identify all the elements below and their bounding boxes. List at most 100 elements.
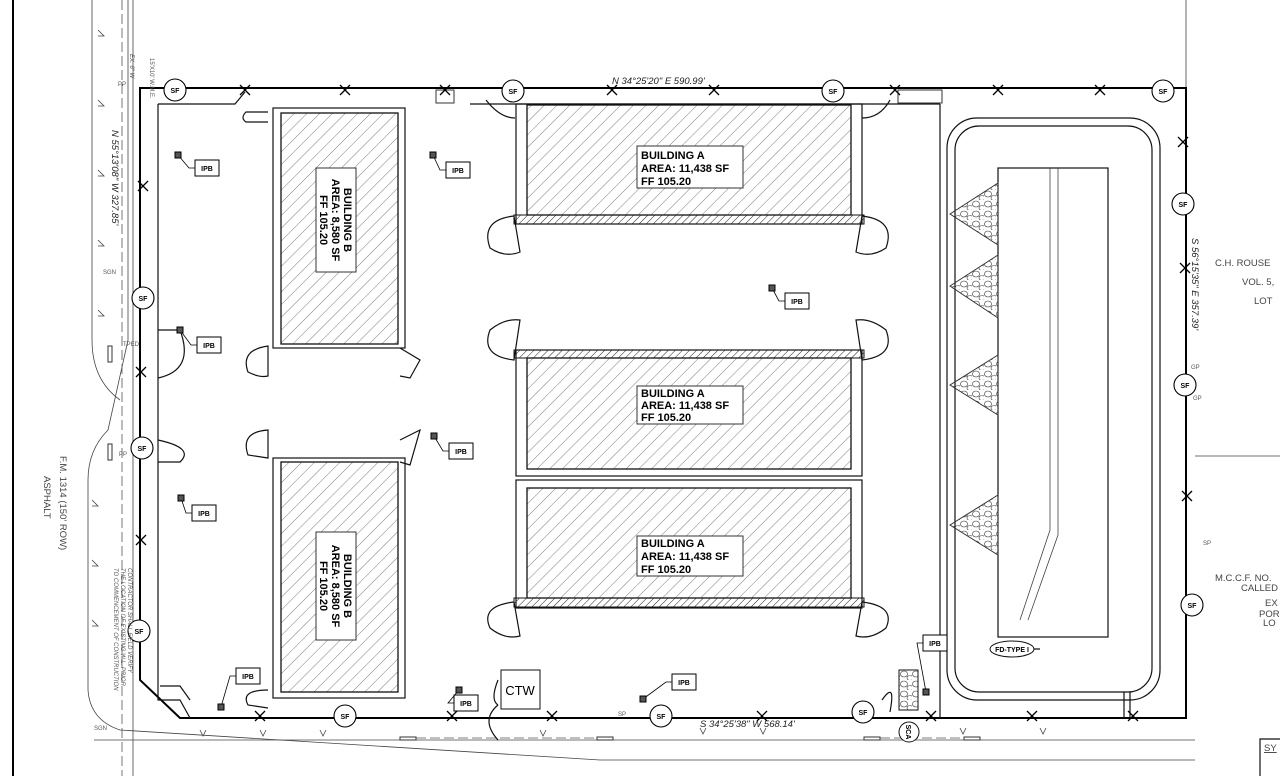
inlet-icon <box>177 494 185 502</box>
adjacent-owner-line: LOT <box>1254 296 1273 307</box>
building-area: AREA: 8,580 SF <box>329 179 341 262</box>
silt-fence-x-icon <box>756 710 768 722</box>
silt-fence-x-icon <box>339 84 351 96</box>
silt-fence-x-icon <box>239 84 251 96</box>
adjacent-owner-line: LO <box>1263 618 1276 629</box>
silt-fence-x-icon <box>546 710 558 722</box>
adjacent-owner-line: M.C.C.F. NO. <box>1215 573 1271 584</box>
silt-fence-x-icon <box>925 710 937 722</box>
silt-fence-x-icon <box>1094 84 1106 96</box>
inlet-protection-symbol: IPB <box>447 686 479 712</box>
inlet-protection-symbol: IPB <box>177 494 217 522</box>
bearing-east: S 56°15'35" E 357.39' <box>1189 238 1200 331</box>
construction-entrance-rock <box>898 669 919 711</box>
utility-label: TPED <box>123 342 140 348</box>
ipb-label: IPB <box>198 511 210 518</box>
silt-fence-symbol: SF <box>821 79 845 103</box>
inlet-icon <box>430 432 438 440</box>
adjacent-owner-line: CALLED <box>1241 583 1278 594</box>
building-ff: FF 105.20 <box>641 564 691 576</box>
sf-label: SF <box>1188 603 1198 610</box>
utility-label: SP <box>618 712 626 718</box>
silt-fence-symbol: SF <box>1151 79 1175 103</box>
inlet-protection-symbol: IPB <box>174 151 220 177</box>
silt-fence-x-icon <box>254 710 266 722</box>
silt-fence-symbol: SF <box>649 704 673 728</box>
concrete-washout <box>500 669 541 710</box>
note-line: CONTRACTOR SHALL FIELD VERIFY <box>126 568 132 674</box>
inlet-protection-symbol: IPB <box>176 326 222 354</box>
utility-label: SP <box>1203 541 1211 547</box>
inlet-icon <box>455 686 463 694</box>
building-area: AREA: 8,580 SF <box>329 545 341 628</box>
silt-fence-x-icon <box>439 84 451 96</box>
symbol-legend: SY <box>1259 738 1280 776</box>
inlet-icon <box>922 688 930 696</box>
silt-fence-symbol: SF <box>130 436 154 460</box>
silt-fence-x-icon <box>1181 490 1193 502</box>
silt-fence-symbol: SF <box>851 700 875 724</box>
adjacent-owner-line: EX <box>1265 598 1278 609</box>
utility-label: GP <box>1193 396 1202 402</box>
silt-fence-x-icon <box>606 84 618 96</box>
building-ff: FF 105.20 <box>641 176 691 188</box>
silt-fence-x-icon <box>708 84 720 96</box>
silt-fence-x-icon <box>1177 136 1189 148</box>
note-line: TO COMMENCEMENT OF CONSTRUCTION <box>112 568 118 691</box>
sf-label: SF <box>135 629 145 636</box>
silt-fence-symbol: SF <box>1173 373 1197 397</box>
ipb-label: IPB <box>201 166 213 173</box>
silt-fence-symbol: SF <box>1171 192 1195 216</box>
building-area: AREA: 11,438 SF <box>641 163 729 175</box>
silt-fence-x-icon <box>1026 710 1038 722</box>
bearing-west: N 55°13'08" W 327.85' <box>109 130 120 226</box>
building-name: BUILDING B <box>341 554 353 618</box>
building-b-north: BUILDING B AREA: 8,580 SF FF 105.20 <box>272 107 406 349</box>
note-line: THE LOCATION OF EXISTING W.L. PRIOR <box>119 568 125 687</box>
sf-label: SF <box>341 714 351 721</box>
ipb-label: IPB <box>242 674 254 681</box>
silt-fence-symbol: SF <box>501 79 525 103</box>
sca-symbol <box>898 721 920 743</box>
ipb-label: IPB <box>455 449 467 456</box>
silt-fence-x-icon <box>446 710 458 722</box>
inlet-icon <box>217 703 225 711</box>
building-ff: FF 105.20 <box>317 561 329 611</box>
ipb-label: IPB <box>929 641 941 648</box>
inlet-icon <box>176 326 184 334</box>
inlet-protection-symbol: IPB <box>768 284 810 310</box>
sf-label: SF <box>859 710 869 717</box>
silt-fence-marks <box>135 84 1193 722</box>
inlet-icon <box>174 151 182 159</box>
utility-label: EX. 6" W <box>128 54 134 79</box>
legend-header: SY <box>1264 743 1277 754</box>
inlet-protection-symbol: IPB <box>639 673 697 703</box>
building-name: BUILDING A <box>641 388 705 400</box>
silt-fence-x-icon <box>135 366 147 378</box>
sf-label: SF <box>829 89 839 96</box>
silt-fence-x-icon <box>889 84 901 96</box>
property-boundary <box>139 87 1187 719</box>
utility-label: GP <box>1191 365 1200 371</box>
silt-fence-symbol: SF <box>163 78 187 102</box>
sca-label: SCA <box>904 725 911 740</box>
building-name: BUILDING A <box>641 150 705 162</box>
silt-fence-symbol: SF <box>1180 593 1204 617</box>
ipb-label: IPB <box>452 168 464 175</box>
building-a-2: BUILDING A AREA: 11,438 SF FF 105.20 <box>513 349 865 477</box>
inlet-icon <box>768 284 776 292</box>
utility-label: SGN <box>103 270 116 276</box>
silt-fence-x-icon <box>1127 710 1139 722</box>
building-area: AREA: 11,438 SF <box>641 400 729 412</box>
ipb-label: IPB <box>678 680 690 687</box>
ctw-label: CTW <box>505 683 535 698</box>
inlet-protection-symbol: IPB <box>217 667 261 711</box>
adjacent-owner-line: C.H. ROUSE <box>1215 258 1270 269</box>
silt-fence-x-icon <box>135 534 147 546</box>
utility-label: 15'X10' W.M.E. <box>148 58 154 99</box>
silt-fence-x-icon <box>1179 262 1191 274</box>
ipb-label: IPB <box>791 299 803 306</box>
detention-pond: FD-TYPE I <box>946 117 1161 718</box>
